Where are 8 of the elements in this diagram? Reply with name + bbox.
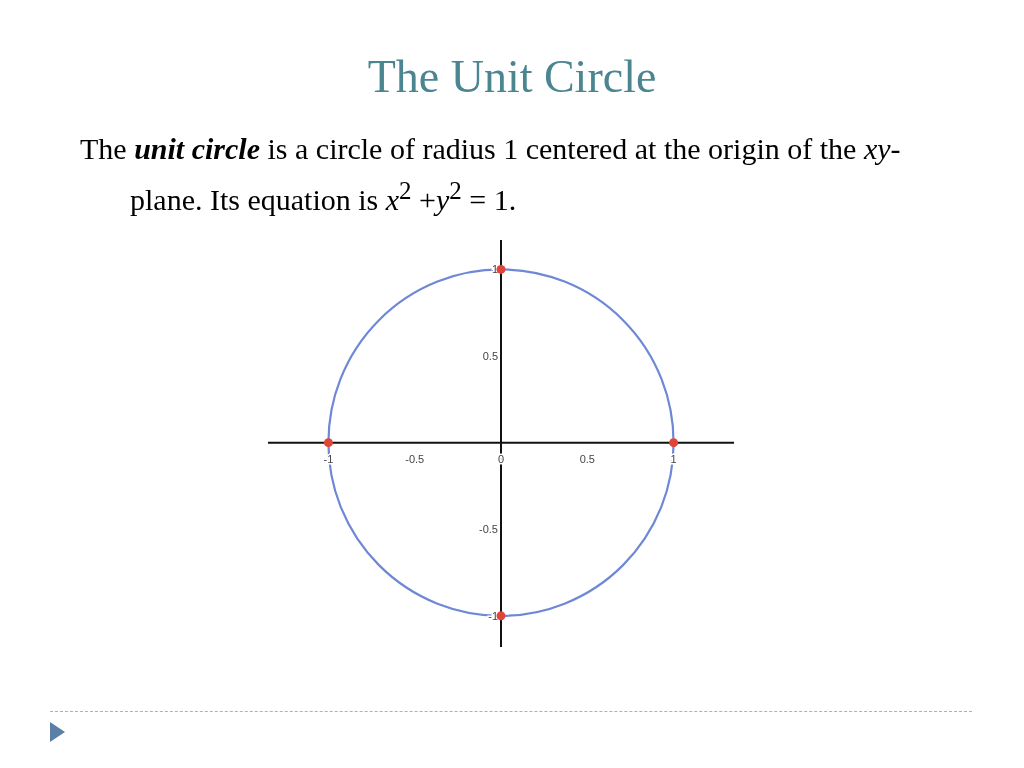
tick-label: 0.5 [482, 350, 498, 363]
tick-label: 1 [491, 263, 498, 276]
tick-label: 1 [670, 452, 677, 465]
tick-label: -0.5 [479, 523, 498, 536]
slide-title: The Unit Circle [366, 50, 658, 103]
tick-label: 0.5 [579, 452, 595, 465]
tick-label: -0.5 [405, 452, 425, 465]
definition-text: The unit circle is a circle of radius 1 centered at the origin of the xy-plane. Its equation is x$^{2}$ +y$^{2}$ = 1. [80, 131, 902, 218]
